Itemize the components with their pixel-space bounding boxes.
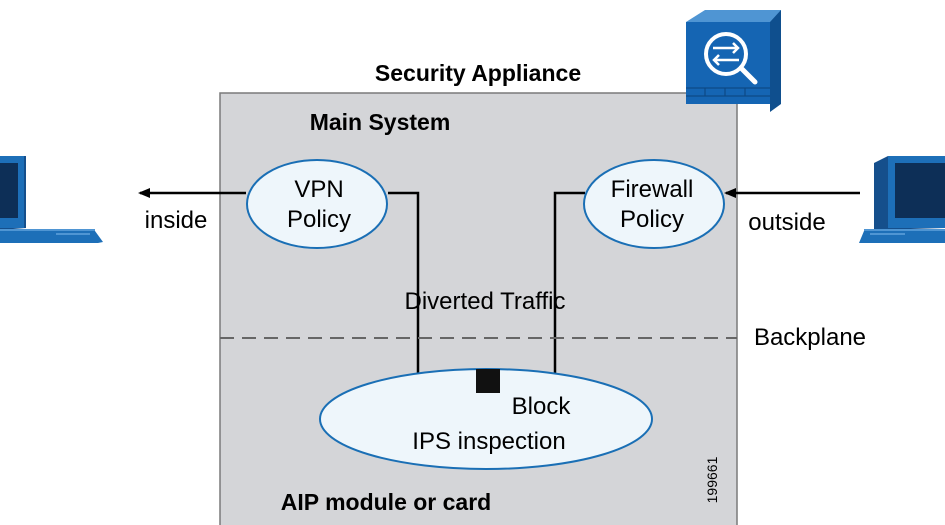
- firewall-policy-line2: Policy: [620, 206, 684, 233]
- diagram-title: Security Appliance: [375, 60, 581, 86]
- outside-label: outside: [748, 209, 825, 236]
- inside-label: inside: [145, 207, 208, 234]
- block-label: Block: [512, 393, 572, 420]
- inside-computer-icon: [0, 156, 103, 243]
- vpn-policy-ellipse: [246, 159, 388, 249]
- block-square: [476, 369, 500, 393]
- security-appliance-icon: [686, 10, 781, 112]
- diverted-traffic-label: Diverted Traffic: [405, 288, 566, 315]
- outside-computer-icon: [859, 156, 945, 243]
- backplane-label: Backplane: [754, 324, 866, 351]
- figure-id: 199661: [704, 456, 720, 503]
- ips-inspection-label: IPS inspection: [412, 428, 565, 455]
- vpn-policy-line1: VPN: [294, 176, 343, 203]
- firewall-policy-line1: Firewall: [611, 176, 694, 203]
- aip-module-label: AIP module or card: [281, 489, 491, 515]
- firewall-policy-ellipse: [583, 159, 725, 249]
- vpn-policy-line2: Policy: [287, 206, 351, 233]
- main-system-label: Main System: [310, 109, 451, 135]
